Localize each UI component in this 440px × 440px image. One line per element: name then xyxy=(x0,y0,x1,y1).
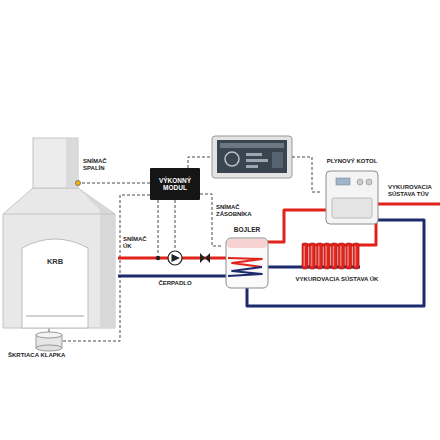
chimney-shade xyxy=(66,139,78,188)
valve-symbol xyxy=(205,253,210,263)
tank-hot-zone xyxy=(227,239,267,248)
return-pipe xyxy=(247,220,424,306)
label-holder: SNÍMAČ SPALÍN xyxy=(83,158,121,172)
pump-label: ČERPADLO xyxy=(148,280,202,287)
throttle-flap-top xyxy=(36,332,62,338)
radiator-fin-light xyxy=(325,246,327,266)
flow-pipe xyxy=(272,210,322,242)
signal-wire xyxy=(175,200,176,250)
node-outline xyxy=(222,226,272,290)
radiator-fin-light xyxy=(304,246,306,266)
node-label: BOJLER xyxy=(222,226,272,233)
label-holder: SNÍMAČ ÚK xyxy=(123,236,154,250)
boiler-display xyxy=(336,178,350,185)
fireplace-body xyxy=(3,188,115,328)
screen-gauge xyxy=(225,152,239,166)
node-outline xyxy=(322,158,382,226)
label-holder: ŠKRTIACA KLAPKA xyxy=(8,352,118,359)
pump-symbol xyxy=(172,254,181,262)
heating-coil xyxy=(228,267,262,276)
radiator-fin xyxy=(346,243,352,269)
screen-line xyxy=(246,153,262,156)
sensor-label: SNÍMAČ ZÁSOBNÍKA xyxy=(216,204,266,218)
water-tank: BOJLER xyxy=(222,226,272,290)
radiator-fin xyxy=(309,243,315,269)
fireplace-hood-line xyxy=(3,214,115,215)
radiator-fin-light xyxy=(333,246,335,266)
signal-wire xyxy=(292,157,322,192)
pump-symbol xyxy=(168,251,182,265)
valve-symbol xyxy=(200,253,205,263)
pipe-stub xyxy=(378,203,382,206)
radiator-fin-light xyxy=(311,246,313,266)
flue-sensor xyxy=(76,181,81,186)
screen-icon xyxy=(272,152,283,168)
control-module: VÝKONNÝ MODUL xyxy=(150,168,200,200)
node-outline xyxy=(290,240,384,290)
pipe-stub xyxy=(378,219,382,222)
boiler-body xyxy=(326,171,378,224)
pipe-stub xyxy=(322,209,326,212)
return-pipe xyxy=(272,266,290,269)
radiator: VYKUROVACIA SÚSTAVA ÚK xyxy=(290,240,384,290)
signal-wire xyxy=(200,194,222,246)
sensor-label: SNÍMAČ SPALÍN xyxy=(83,158,121,172)
radiator-fin-light xyxy=(355,246,357,266)
screen-bar xyxy=(220,143,284,148)
boiler-knob xyxy=(366,179,372,185)
tank-body xyxy=(226,238,268,288)
radiator-fin xyxy=(302,243,308,269)
gas-boiler: PLYNOVÝ KOTOL xyxy=(322,158,382,226)
radiator-fin xyxy=(331,243,337,269)
label-holder: ČERPADLO xyxy=(148,280,202,287)
return-pipe xyxy=(118,275,222,278)
radiator-fin-light xyxy=(340,246,342,266)
node-label: VYKUROVACIA SÚSTAVA ÚK xyxy=(290,276,384,283)
node-label: KRB xyxy=(22,258,88,267)
signal-wire xyxy=(188,157,212,168)
heating-coil xyxy=(228,258,262,267)
boiler-panel xyxy=(332,198,372,218)
signal-wire xyxy=(158,200,159,255)
hot-water-pipe xyxy=(382,203,440,206)
signal-wire xyxy=(81,183,150,184)
radiator-fin xyxy=(317,243,323,269)
radiator-fin xyxy=(353,243,359,269)
display-frame xyxy=(212,136,292,178)
circuit-label: VYKUROVACIA SÚSTAVA TÚV xyxy=(388,184,438,198)
node-label: VÝKONNÝ MODUL xyxy=(152,177,198,192)
boiler-knob xyxy=(357,179,363,185)
radiator-fin-light xyxy=(318,246,320,266)
label-holder: SNÍMAČ ZÁSOBNÍKA xyxy=(216,204,266,218)
radiator-fin-light xyxy=(347,246,349,266)
screen-line xyxy=(246,165,258,168)
label-holder: VYKUROVACIA SÚSTAVA TÚV xyxy=(388,184,438,198)
radiator-fin xyxy=(339,243,345,269)
sensor-label: SNÍMAČ ÚK xyxy=(123,236,154,250)
flow-pipe xyxy=(375,226,378,240)
throttle-flap-bottom xyxy=(36,345,62,351)
fireplace-floor xyxy=(26,315,84,317)
flap-label: ŠKRTIACA KLAPKA xyxy=(8,352,118,359)
display-screen xyxy=(217,140,287,173)
radiator-fin xyxy=(324,243,330,269)
sensor-dot xyxy=(156,256,160,260)
fireplace-opening xyxy=(22,239,88,328)
screen-line xyxy=(246,159,268,162)
node-label: PLYNOVÝ KOTOL xyxy=(322,158,382,165)
chimney xyxy=(33,138,78,188)
